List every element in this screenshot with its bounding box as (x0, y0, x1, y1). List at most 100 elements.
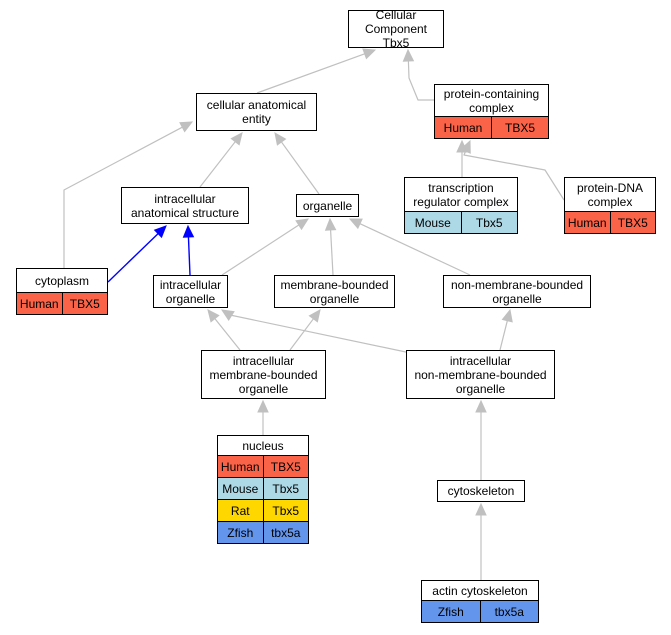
edge-arrowhead (182, 224, 195, 238)
edge-line (463, 150, 565, 201)
node-label: protein-containing complex (443, 86, 540, 115)
edge-arrowhead (348, 218, 363, 230)
edge-line (221, 224, 300, 276)
edge-arrowhead (475, 502, 487, 516)
edge-organelle-to-cellular_anatomical_entity (274, 132, 320, 195)
edge-line (407, 60, 434, 101)
edge-intracellular_non_membrane_bounded_organelle-to-non_membrane_bounded_organelle (499, 308, 513, 351)
node-label: nucleus (242, 438, 284, 453)
edge-arrowhead (308, 309, 321, 323)
edge-arrowhead (295, 218, 310, 231)
edge-line (229, 314, 421, 356)
edge-arrowhead (220, 309, 235, 321)
ortholog-row-human[interactable]: Human TBX5 (435, 116, 548, 138)
node-label: non-membrane-bounded organelle (450, 277, 584, 306)
node-label: intracellular membrane-bounded organelle (209, 353, 318, 396)
edge-arrowhead (475, 399, 487, 413)
node-intracellular-organelle[interactable]: intracellular organelle (153, 275, 228, 308)
gene-cell: Tbx5 (460, 212, 518, 233)
edge-actin_cytoskeleton-to-cytoskeleton (475, 502, 487, 580)
node-cellular-anatomical-entity[interactable]: cellular anatomical entity (196, 93, 317, 131)
edge-arrowhead (230, 132, 243, 146)
edge-intracellular_anatomical_structure-to-cellular_anatomical_entity (199, 132, 243, 188)
edge-arrowhead (362, 48, 377, 60)
edge-intracellular_organelle-to-organelle (221, 218, 310, 276)
edge-cytoplasm-to-intracellular_anatomical_structure (107, 225, 167, 283)
species-cell: Mouse (414, 215, 451, 230)
edge-arrowhead (153, 225, 167, 239)
node-label: membrane-bounded organelle (280, 277, 389, 306)
edge-cytoplasm-to-cellular_anatomical_entity (63, 121, 194, 268)
edge-protein_dna_complex-to-protein_containing_complex (460, 139, 565, 201)
gene-cell: Tbx5 (262, 500, 309, 521)
node-label: intracellular anatomical structure (130, 191, 240, 220)
species-cell: Rat (230, 503, 250, 518)
edge-line (107, 233, 159, 283)
ortholog-row-mouse[interactable]: Mouse Tbx5 (405, 211, 517, 233)
edge-arrowhead (402, 48, 415, 62)
node-label: intracellular organelle (159, 277, 222, 306)
edge-cytoskeleton-to-intracellular_non_membrane_bounded_organelle (475, 399, 487, 480)
edge-membrane_bounded_organelle-to-organelle (324, 217, 337, 276)
edge-line (187, 236, 191, 276)
ortholog-row-zfish[interactable]: Zfish tbx5a (218, 521, 308, 543)
node-cytoskeleton[interactable]: cytoskeleton (437, 480, 525, 502)
edge-line (214, 318, 241, 351)
node-organelle[interactable]: organelle (296, 194, 359, 217)
gene-cell: tbx5a (262, 522, 309, 543)
edge-line (329, 229, 334, 276)
node-non-membrane-bounded-organelle[interactable]: non-membrane-bounded organelle (443, 275, 591, 308)
edge-intracellular_membrane_bounded_organelle-to-membrane_bounded_organelle (289, 309, 321, 351)
edge-nucleus-to-intracellular_membrane_bounded_organelle (257, 399, 269, 435)
edge-intracellular_organelle-to-intracellular_anatomical_structure (182, 224, 195, 276)
species-cell: Human (567, 215, 607, 230)
edge-protein_containing_complex-to-root (402, 48, 434, 101)
species-cell: Human (220, 459, 260, 474)
node-intracellular-anatomical-structure[interactable]: intracellular anatomical structure (121, 187, 249, 224)
node-label: actin cytoskeleton (432, 583, 528, 598)
gene-cell: TBX5 (61, 293, 108, 314)
node-label: protein-DNA complex (576, 180, 644, 209)
species-cell: Zfish (437, 604, 464, 619)
species-cell: Human (443, 120, 483, 135)
node-label: transcription regulator complex (413, 180, 509, 209)
species-cell: Mouse (222, 481, 259, 496)
edge-line (256, 53, 365, 94)
edge-arrowhead (274, 132, 287, 146)
node-membrane-bounded-organelle[interactable]: membrane-bounded organelle (274, 275, 395, 308)
edge-line (199, 141, 236, 188)
species-cell: Zfish (227, 525, 254, 540)
node-label: cytoskeleton (447, 484, 515, 498)
edge-arrowhead (179, 121, 194, 133)
node-root[interactable]: Cellular Component Tbx5 (348, 8, 444, 50)
edge-intracellular_membrane_bounded_organelle-to-intracellular_organelle (207, 309, 241, 351)
edge-arrowhead (207, 309, 220, 323)
node-label: intracellular non-membrane-bounded organ… (414, 353, 547, 396)
edge-line (359, 223, 471, 276)
node-intracellular-membrane-bounded-organelle[interactable]: intracellular membrane-bounded organelle (201, 350, 326, 399)
ortholog-row-rat[interactable]: Rat Tbx5 (218, 499, 308, 521)
edge-line (63, 126, 183, 268)
species-cell: Human (19, 296, 59, 311)
node-intracellular-non-membrane-bounded-organelle[interactable]: intracellular non-membrane-bounded organ… (406, 350, 555, 399)
gene-cell: TBX5 (262, 456, 309, 477)
edge-line (499, 320, 508, 351)
edge-arrowhead (257, 399, 269, 413)
gene-cell: TBX5 (609, 212, 656, 233)
node-label: Cellular Component Tbx5 (364, 8, 428, 50)
gene-cell: Tbx5 (262, 478, 309, 499)
gene-cell: TBX5 (491, 117, 548, 138)
